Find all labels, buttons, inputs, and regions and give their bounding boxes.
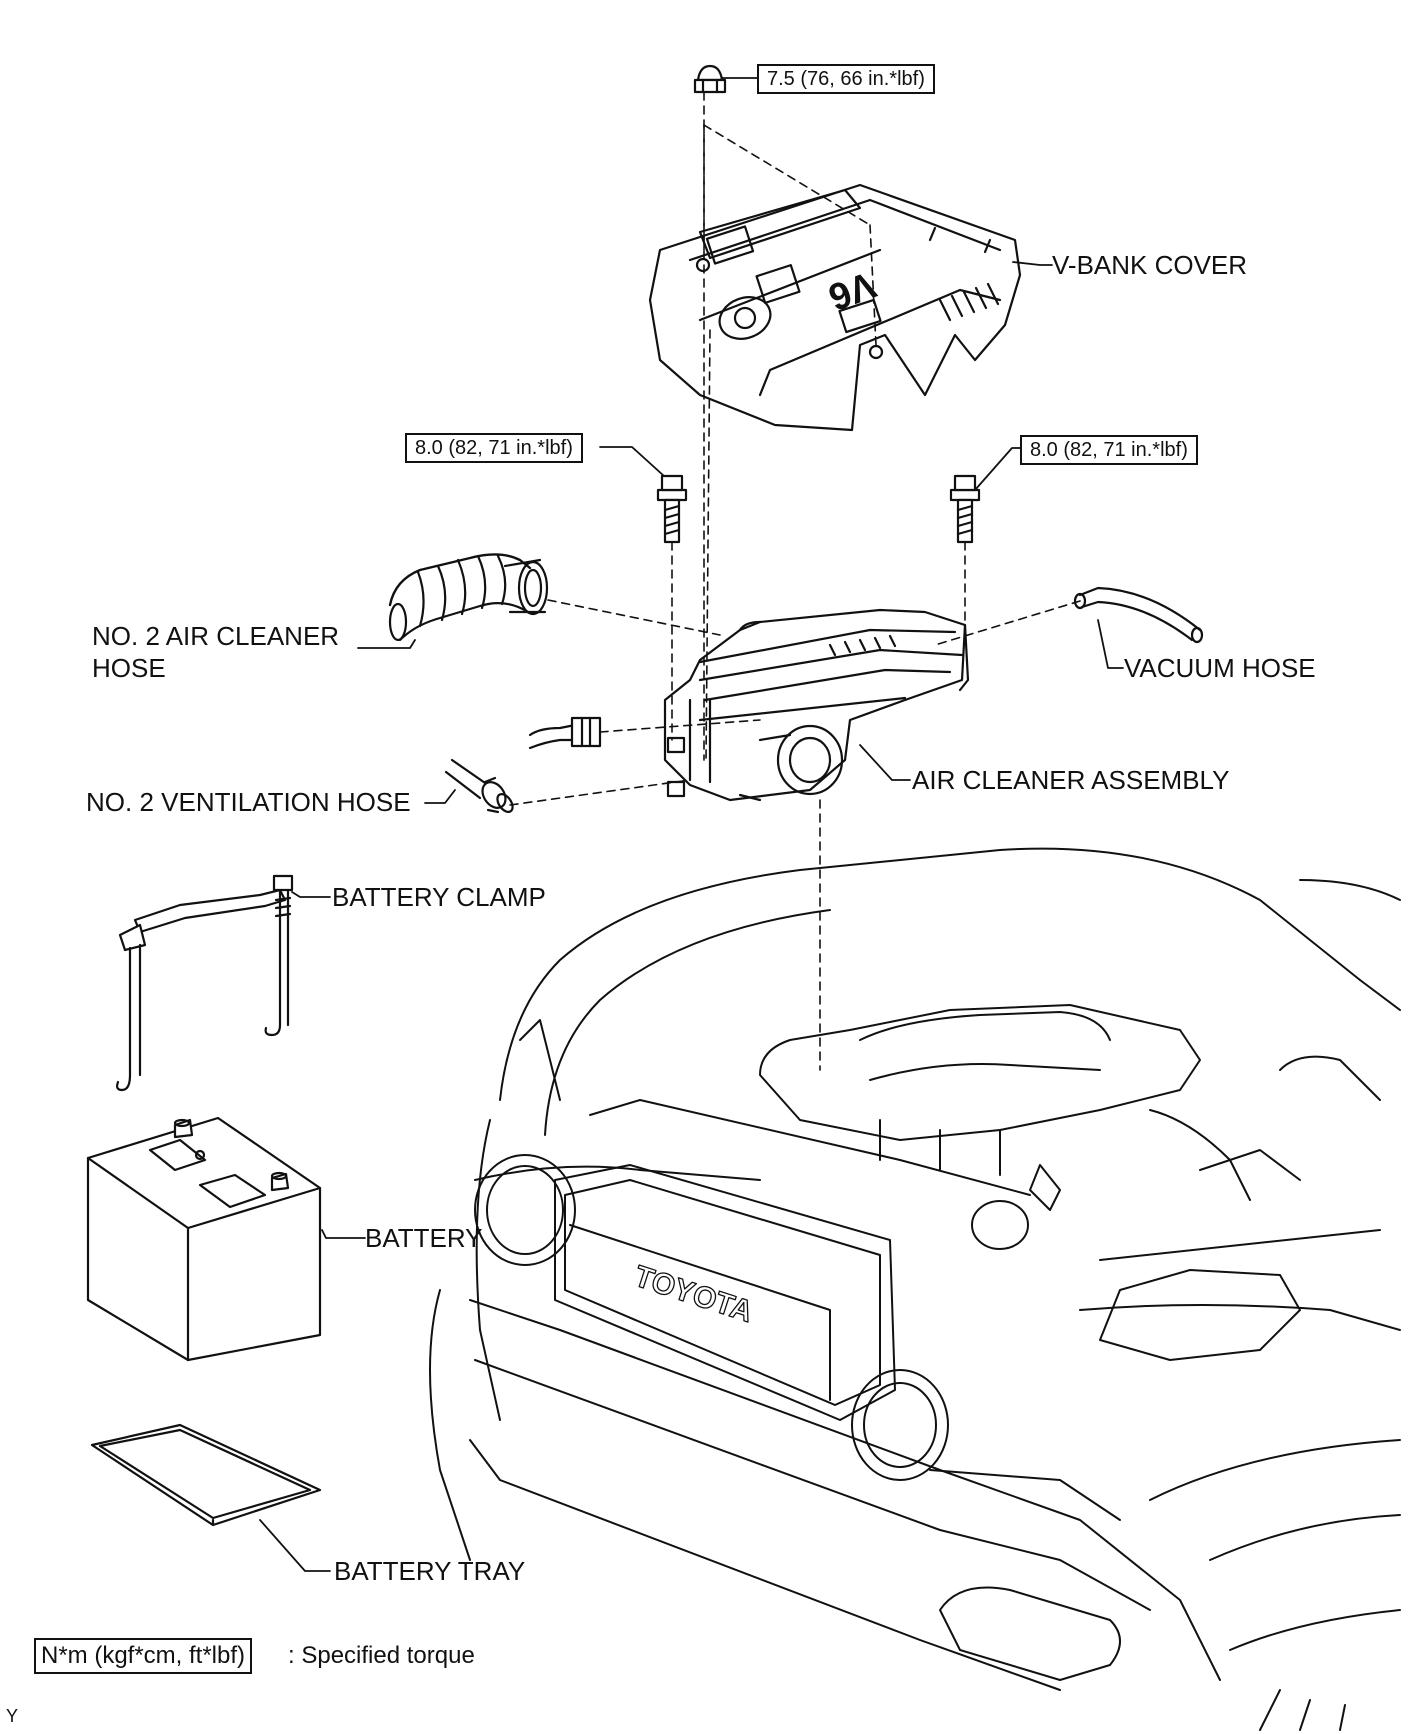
torque-callout-cover-nut: 7.5 (76, 66 in.*lbf)	[757, 64, 935, 94]
air-cleaner-assembly	[663, 608, 970, 802]
cover-nut	[693, 64, 727, 94]
no2-air-cleaner-hose	[388, 553, 549, 642]
torque-callout-bolt-right: 8.0 (82, 71 in.*lbf)	[1020, 435, 1198, 465]
vacuum-hose	[1073, 586, 1204, 644]
battery-tray	[90, 1423, 322, 1527]
bolt-right	[949, 474, 981, 544]
leader-lines	[259, 77, 1124, 1572]
label-battery-tray: BATTERY TRAY	[334, 1556, 526, 1586]
legend-description: : Specified torque	[288, 1642, 475, 1669]
label-v-bank-cover: V-BANK COVER	[1052, 250, 1248, 280]
legend-torque-unit: N*m (kgf*cm, ft*lbf)	[34, 1638, 253, 1674]
figure-code: Y	[6, 1706, 19, 1726]
label-battery: BATTERY	[365, 1223, 483, 1253]
intake-air-temp-connector	[528, 716, 602, 750]
label-no2-air-cleaner-hose-line1: NO. 2 AIR CLEANER	[92, 621, 340, 651]
no2-ventilation-hose	[444, 758, 514, 814]
label-no2-air-cleaner-hose-line2: HOSE	[92, 653, 166, 683]
battery	[86, 1116, 322, 1362]
v-bank-cover: V6	[648, 183, 1022, 432]
battery-clamp	[116, 874, 294, 1092]
vehicle-body: TOYOTA	[429, 847, 1401, 1731]
label-vacuum-hose: VACUUM HOSE	[1124, 653, 1316, 683]
label-no2-ventilation-hose: NO. 2 VENTILATION HOSE	[86, 787, 411, 817]
label-air-cleaner-assembly: AIR CLEANER ASSEMBLY	[912, 765, 1230, 795]
bolt-left	[656, 474, 688, 544]
assembly-lines	[509, 91, 1081, 1071]
torque-callout-bolt-left: 8.0 (82, 71 in.*lbf)	[405, 433, 583, 463]
label-battery-clamp: BATTERY CLAMP	[332, 882, 546, 912]
grille-toyota-emblem: TOYOTA	[630, 1260, 756, 1329]
